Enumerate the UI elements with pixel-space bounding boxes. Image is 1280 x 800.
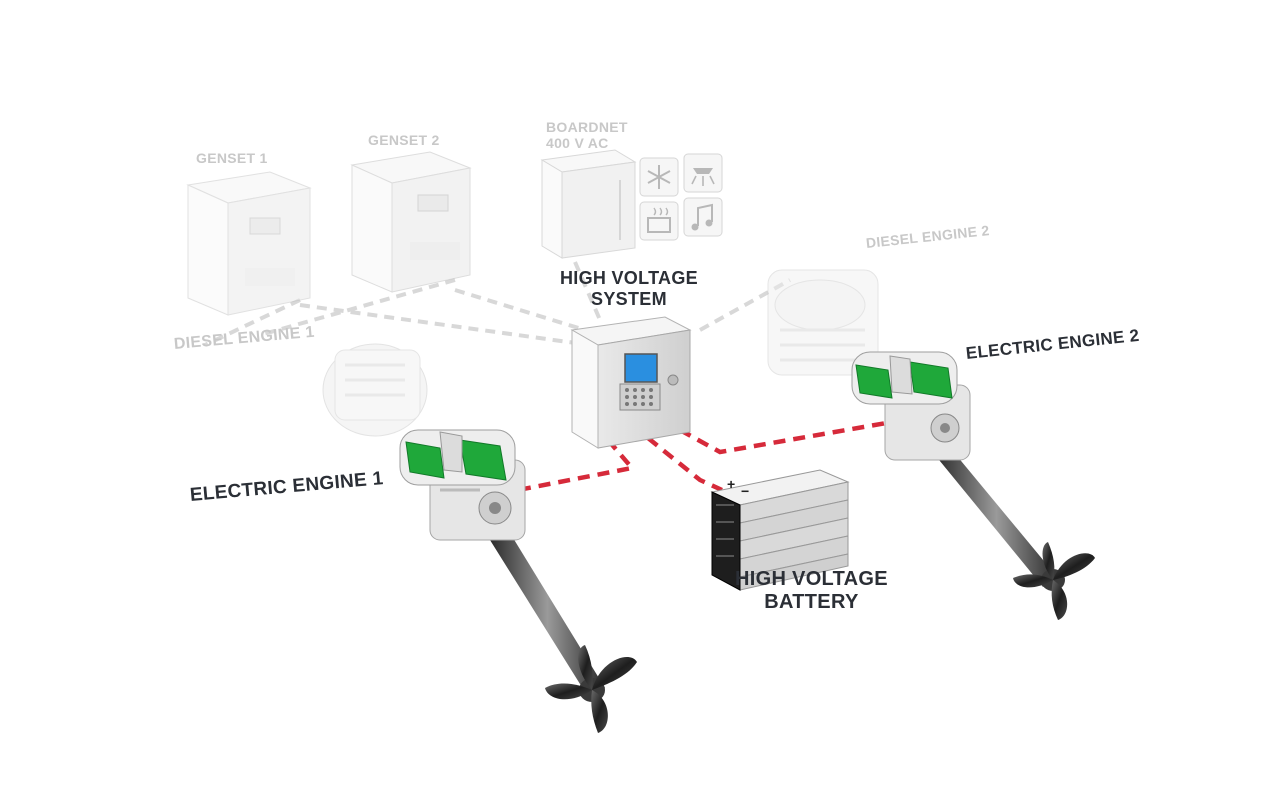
cooking-pot-icon	[639, 201, 679, 241]
high-voltage-battery: + −	[710, 469, 850, 591]
cable-genset-hv	[454, 288, 586, 332]
label-hv-battery-line1: HIGH VOLTAGE	[735, 568, 888, 590]
label-boardnet-line1: BOARDNET	[546, 119, 628, 135]
electric-engine-1	[399, 429, 637, 733]
diesel-engine-2	[767, 269, 879, 376]
music-note-icon	[683, 197, 723, 237]
cable-boardnet-hv	[573, 261, 602, 321]
hv-cables	[517, 419, 893, 493]
cable-hv-to-electric-engine-1	[517, 438, 637, 493]
genset-2	[350, 151, 472, 293]
genset-1	[186, 171, 312, 316]
label-boardnet-line2: 400 V AC	[546, 135, 609, 152]
battery-minus-sign: −	[741, 483, 749, 499]
boardnet-cabinet	[540, 149, 637, 259]
battery-plus-sign: +	[727, 476, 735, 492]
lv-cables	[204, 261, 791, 347]
propeller-2	[1013, 542, 1095, 620]
electric-engine-2	[851, 351, 1095, 620]
label-hv-battery-line2: BATTERY	[764, 591, 859, 613]
label-high-voltage-system: HIGH VOLTAGE SYSTEM	[560, 268, 698, 309]
label-hv-system-line1: HIGH VOLTAGE	[560, 268, 698, 288]
cable-diesel2-hv	[699, 278, 791, 332]
boardnet-icons	[639, 153, 723, 241]
label-genset-2: GENSET 2	[368, 132, 440, 148]
high-voltage-system-cabinet	[570, 316, 692, 449]
cable-genset-hv-2	[299, 303, 591, 347]
label-boardnet: BOARDNET 400 V AC	[546, 119, 628, 151]
cable-genset1-diesel	[204, 298, 301, 347]
cable-hv-to-battery	[646, 436, 723, 493]
label-hv-system-line2: SYSTEM	[591, 288, 667, 309]
propeller-1	[545, 645, 637, 733]
lamp-icon	[683, 153, 723, 193]
cable-hv-to-electric-engine-2	[678, 419, 893, 455]
label-high-voltage-battery: HIGH VOLTAGE BATTERY	[735, 568, 888, 614]
diesel-engine-1	[322, 343, 428, 437]
snowflake-icon	[639, 157, 679, 197]
label-genset-1: GENSET 1	[196, 150, 268, 166]
